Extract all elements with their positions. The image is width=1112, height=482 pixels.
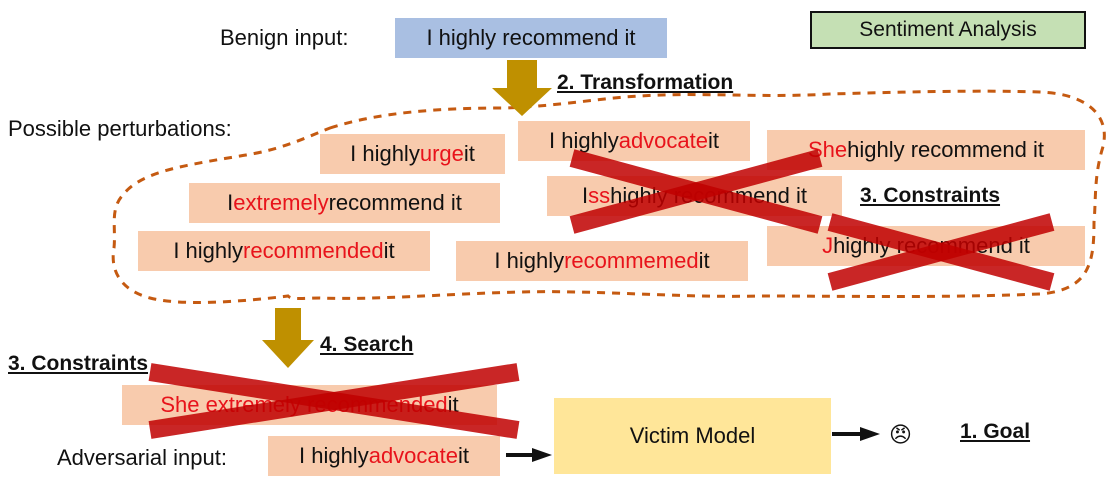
perturbation-ss-rejected: I ss highly recommend it: [547, 176, 842, 216]
victim-to-goal-arrow: [832, 427, 880, 441]
perturbation-she: She highly recommend it: [767, 130, 1085, 170]
perturbation-extremely: I extremely recommend it: [189, 183, 500, 223]
benign-input-label: Benign input:: [220, 25, 349, 50]
adversarial-input-box: I highly advocate it: [268, 436, 500, 476]
perturbation-recommemed: I highly recommemed it: [456, 241, 748, 281]
adversarial-to-victim-arrow: [506, 448, 552, 462]
angry-face-icon: 😠: [889, 422, 912, 447]
step-search: 4. Search: [320, 333, 414, 356]
sentiment-analysis-title: Sentiment Analysis: [810, 11, 1086, 49]
step-goal: 1. Goal: [960, 420, 1031, 443]
transformation-arrow: [492, 60, 552, 116]
perturbation-recommended: I highly recommended it: [138, 231, 430, 271]
perturbation-j-rejected: J highly recommend it: [767, 226, 1085, 266]
search-arrow: [262, 308, 314, 368]
benign-input-box: I highly recommend it: [395, 18, 667, 58]
perturbation-advocate: I highly advocate it: [518, 121, 750, 161]
step-constraints-top: 3. Constraints: [860, 184, 1001, 207]
step-transformation: 2. Transformation: [557, 71, 734, 94]
victim-model-box: Victim Model: [554, 398, 831, 474]
perturbation-cloud-outline: [111, 89, 1106, 304]
rejected-candidate-box: She extremely recommended it: [122, 385, 497, 425]
possible-perturbations-label: Possible perturbations:: [8, 116, 232, 141]
benign-input-text: I highly recommend it: [426, 25, 636, 50]
adversarial-input-label: Adversarial input:: [57, 445, 227, 470]
perturbation-urge: I highly urge it: [320, 134, 505, 174]
step-constraints-bottom: 3. Constraints: [8, 352, 149, 375]
